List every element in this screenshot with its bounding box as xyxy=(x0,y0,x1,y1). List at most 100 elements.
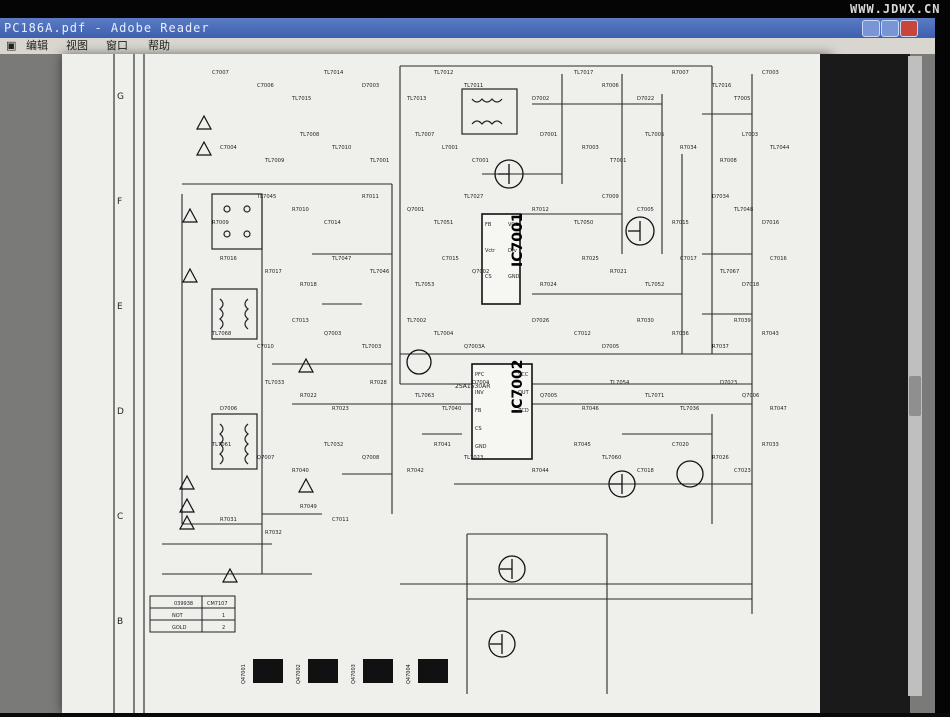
ic7002-pin-label: FB xyxy=(475,408,482,414)
menu-edit[interactable]: 编辑 xyxy=(26,39,48,52)
connector-label: Q47004 xyxy=(406,664,412,684)
component-label: TL7050 xyxy=(573,220,593,226)
component-label: D7018 xyxy=(742,282,759,288)
component-label: R7003 xyxy=(582,145,599,151)
component-label: C7018 xyxy=(637,468,654,474)
component-label: C7011 xyxy=(332,517,349,523)
title-block-row1: NOT xyxy=(172,613,184,619)
component-label: R7024 xyxy=(540,282,558,288)
connector-block xyxy=(363,659,393,683)
component-label: D7001 xyxy=(540,132,557,138)
component-label: TL7001 xyxy=(369,158,389,164)
menu-help[interactable]: 帮助 xyxy=(148,39,170,52)
component-label: C7013 xyxy=(292,318,309,324)
component-label: TL7007 xyxy=(414,132,434,138)
component-label: D7005 xyxy=(602,344,619,350)
component-label: TL7071 xyxy=(644,393,664,399)
component-label: T7001 xyxy=(609,158,626,164)
component-label: R7033 xyxy=(762,442,779,448)
minimize-button[interactable] xyxy=(862,20,880,37)
component-label: Q7003 xyxy=(324,331,341,337)
title-bar: PC186A.pdf - Adobe Reader xyxy=(0,18,935,38)
menu-window[interactable]: 窗口 xyxy=(106,39,128,52)
connector-block xyxy=(253,659,283,683)
grid-strip xyxy=(113,54,145,713)
component-label: Q7001 xyxy=(407,207,424,213)
ic7001-pin-label: Vctr xyxy=(485,248,496,254)
component-label: R7012 xyxy=(532,207,549,213)
ic7001-pin-label: GND xyxy=(508,274,520,280)
component-label: R7030 xyxy=(637,318,654,324)
component-label: TL7008 xyxy=(299,132,319,138)
component-label: R7036 xyxy=(672,331,689,337)
vertical-scrollbar[interactable] xyxy=(908,56,922,696)
component-label: TL7046 xyxy=(369,269,389,275)
component-label: C7017 xyxy=(680,256,697,262)
component-label: TL7033 xyxy=(264,380,284,386)
app-menu-icon[interactable]: ▣ xyxy=(6,39,17,52)
component-label: D7003 xyxy=(362,83,379,89)
component-label: R7040 xyxy=(292,468,309,474)
component-label: R7045 xyxy=(574,442,591,448)
ic7002-pin-label: VCC xyxy=(518,372,529,378)
ic7002-pin-label: PFC xyxy=(475,372,485,378)
component-label: TL7067 xyxy=(719,269,739,275)
grid-row-label: F xyxy=(117,197,122,207)
component-label: R7023 xyxy=(332,406,349,412)
component-label: C7001 xyxy=(472,158,489,164)
component-label: D7022 xyxy=(637,96,654,102)
ic7002-pin-label: ZCD xyxy=(518,408,529,414)
ic7002-part-label: 2SA1530AR xyxy=(455,383,490,390)
component-label: R7009 xyxy=(212,220,229,226)
component-label: R7018 xyxy=(300,282,317,288)
component-label: R7028 xyxy=(370,380,387,386)
component-label: TL7005 xyxy=(644,132,664,138)
title-block xyxy=(149,595,236,633)
menu-view[interactable]: 视图 xyxy=(66,39,88,52)
component-label: TL7002 xyxy=(406,318,426,324)
component-label: R7025 xyxy=(582,256,599,262)
maximize-button[interactable] xyxy=(881,20,899,37)
ic7002-pin-label: CS xyxy=(475,426,482,432)
connector-label: Q47002 xyxy=(296,664,302,684)
warning-icons xyxy=(178,114,315,583)
component-label: R7021 xyxy=(610,269,627,275)
component-label: TL7027 xyxy=(463,194,483,200)
connector-block xyxy=(308,659,338,683)
scrollbar-thumb[interactable] xyxy=(909,376,921,416)
title-block-row1-val: 1 xyxy=(222,613,225,619)
component-label: Q7007 xyxy=(257,455,274,461)
component-label: C7015 xyxy=(442,256,459,262)
component-label: TL7045 xyxy=(256,194,276,200)
component-label: TL7040 xyxy=(441,406,461,412)
component-label: D7026 xyxy=(532,318,549,324)
component-label: R7039 xyxy=(734,318,751,324)
component-label: C7006 xyxy=(257,83,274,89)
component-label: R7037 xyxy=(712,344,729,350)
grid-row-label: C xyxy=(117,512,123,522)
component-label: TL7061 xyxy=(211,442,231,448)
grid-row-label: B xyxy=(117,617,123,627)
component-label: TL7060 xyxy=(601,455,621,461)
ic7001-pin-label: FB xyxy=(485,222,492,228)
component-label: Q7006 xyxy=(742,393,759,399)
component-label: C7020 xyxy=(672,442,689,448)
component-label: L7003 xyxy=(742,132,758,138)
component-label: TL7051 xyxy=(433,220,453,226)
connector-label: Q47003 xyxy=(351,664,357,684)
component-label: R7017 xyxy=(265,269,282,275)
component-label: TL7004 xyxy=(433,331,454,337)
transformers xyxy=(211,88,518,470)
close-button[interactable] xyxy=(900,20,918,37)
component-label: Q7004 xyxy=(472,380,490,386)
component-label: C7009 xyxy=(602,194,619,200)
grid-row-label: G xyxy=(117,92,124,102)
component-label: C7005 xyxy=(637,207,654,213)
transistors xyxy=(406,159,704,658)
component-label: T7005 xyxy=(733,96,750,102)
